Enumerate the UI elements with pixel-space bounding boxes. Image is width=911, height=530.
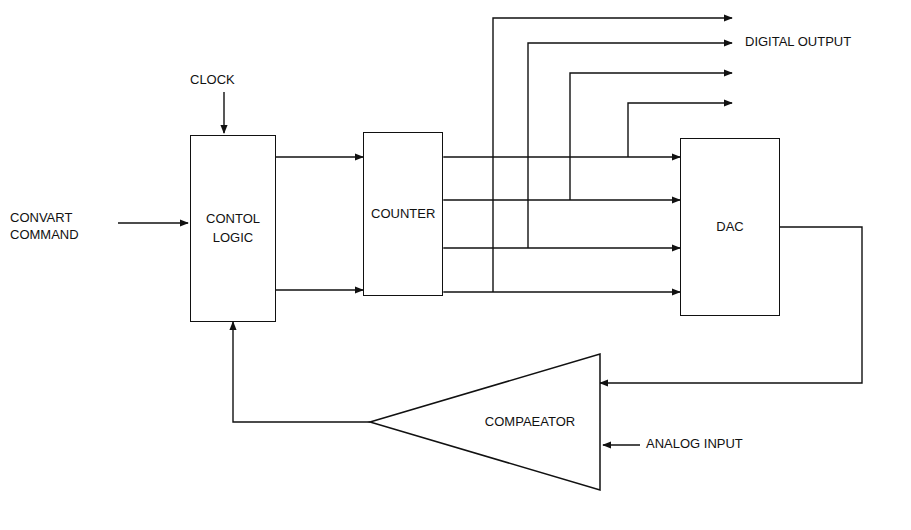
signal-connector — [233, 322, 370, 422]
signal-connector — [276, 156, 363, 157]
input-wire — [603, 444, 640, 445]
control-logic-box: CONTOL LOGIC — [190, 135, 276, 322]
signal-connector — [443, 247, 680, 248]
signal-connector — [276, 289, 363, 290]
counter-box: COUNTER — [363, 132, 443, 296]
node-label: COMPAEATOR — [485, 413, 575, 431]
signal-connector — [443, 199, 680, 200]
clock-wire — [223, 92, 224, 133]
command-wire — [118, 222, 188, 223]
dac-box: DAC — [680, 138, 780, 316]
comparator-triangle: COMPAEATOR — [370, 354, 600, 490]
signal-name: CONVART COMMAND — [10, 210, 102, 244]
signal-name: CLOCK — [190, 72, 260, 89]
node-label: CONTOL LOGIC — [191, 210, 275, 246]
node-label: DAC — [716, 218, 743, 236]
signal-name: DIGITAL OUTPUT — [745, 34, 895, 51]
node-label: COUNTER — [371, 205, 435, 223]
signal-name: ANALOG INPUT — [646, 436, 796, 453]
signal-connector — [443, 156, 680, 157]
signal-connector — [443, 291, 680, 292]
